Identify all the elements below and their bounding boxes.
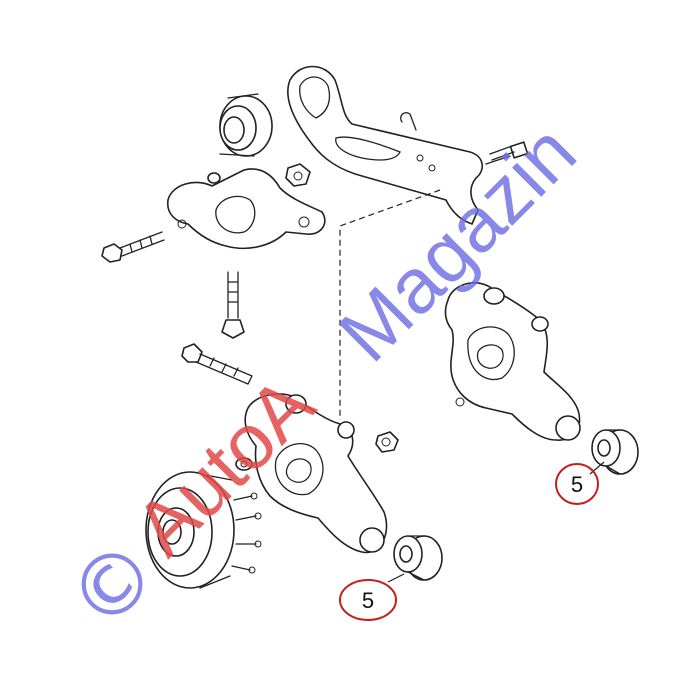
nut [285,163,311,187]
callout-left: 5 [339,579,397,621]
knuckle-right [444,282,581,441]
callout-number: 5 [571,472,583,497]
arm-bolt [485,141,529,165]
subframe-bracket [166,168,326,250]
leader-line-right [589,461,605,475]
callout-circle [339,579,397,621]
bushing-left [393,535,443,581]
knuckle-left [244,393,388,554]
angled-bolt [181,343,253,385]
long-bolt-left [101,231,165,263]
dashed-guide-line [339,189,441,420]
washer [235,457,253,471]
vertical-bolt [221,271,245,339]
wheel-hub [145,471,262,589]
callout-number: 5 [362,588,374,613]
mount-bushing [219,93,273,157]
callout-right: 5 [555,463,599,505]
bushing-right [591,429,639,475]
trailing-arm [287,65,483,225]
callout-circle [555,463,599,505]
knuckle-nut [375,431,399,453]
leader-line-left [387,573,405,583]
